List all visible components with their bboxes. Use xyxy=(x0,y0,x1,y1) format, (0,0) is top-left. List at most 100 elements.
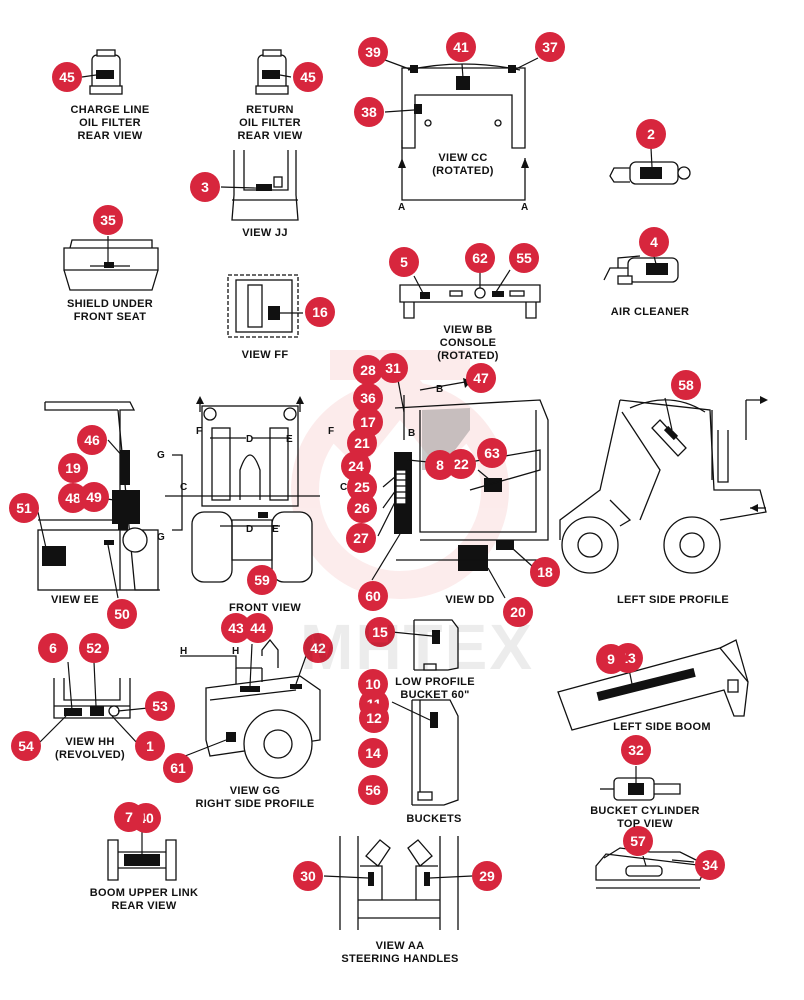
callout-21: 21 xyxy=(347,428,377,458)
callout-57: 57 xyxy=(623,826,653,856)
callout-number: 39 xyxy=(365,44,381,60)
callout-34: 34 xyxy=(695,850,725,880)
callout-circle xyxy=(145,691,175,721)
callout-circle xyxy=(347,428,377,458)
callout-number: 49 xyxy=(86,489,102,505)
callout-32: 32 xyxy=(621,735,651,765)
callout-63: 63 xyxy=(477,438,507,468)
callout-circle xyxy=(671,370,701,400)
callout-number: 31 xyxy=(385,360,401,376)
caption-air-cleaner: AIR CLEANER xyxy=(610,306,690,318)
callout-number: 44 xyxy=(250,620,266,636)
callout-number: 47 xyxy=(473,370,489,386)
caption-view-dd: VIEW DD xyxy=(445,594,495,606)
callout-20: 20 xyxy=(503,597,533,627)
callout-circle xyxy=(114,802,144,832)
callout-31: 31 xyxy=(378,353,408,383)
callout-circle xyxy=(365,617,395,647)
callout-number: 24 xyxy=(348,458,364,474)
view-letter-f2: F xyxy=(328,426,334,437)
callout-number: 62 xyxy=(472,250,488,266)
callout-number: 5 xyxy=(400,254,408,270)
callout-3: 3 xyxy=(190,172,220,202)
view-letter-e2: E xyxy=(272,524,279,535)
view-letter-f1: F xyxy=(196,426,202,437)
callout-53: 53 xyxy=(145,691,175,721)
callout-circle xyxy=(347,472,377,502)
callout-circle xyxy=(243,613,273,643)
callout-38: 38 xyxy=(354,97,384,127)
callout-circle xyxy=(79,633,109,663)
callout-circle xyxy=(52,62,82,92)
callout-circle xyxy=(9,493,39,523)
callout-59: 59 xyxy=(247,565,277,595)
callout-number: 15 xyxy=(372,624,388,640)
callout-number: 2 xyxy=(647,126,655,142)
callout-58: 58 xyxy=(671,370,701,400)
watermark-text: MHTEX xyxy=(300,611,534,683)
callout-circle xyxy=(163,753,193,783)
callout-circle xyxy=(77,425,107,455)
callout-number: 21 xyxy=(354,435,370,451)
callout-46: 46 xyxy=(77,425,107,455)
callout-number: 57 xyxy=(630,833,646,849)
callout-circle xyxy=(353,383,383,413)
left-side-profile-drawing xyxy=(559,396,768,574)
caption-bucket-cylinder: BUCKET CYLINDER TOP VIEW xyxy=(590,805,700,830)
view-letter-a1: A xyxy=(398,202,405,213)
callout-number: 35 xyxy=(100,212,116,228)
callout-circle xyxy=(535,32,565,62)
caption-view-hh: VIEW HH (REVOLVED) xyxy=(54,736,126,761)
callout-number: 14 xyxy=(365,745,381,761)
callout-circle xyxy=(358,581,388,611)
callout-circle xyxy=(79,482,109,512)
view-ff-drawing xyxy=(227,274,299,338)
callout-circle xyxy=(359,703,389,733)
caption-return-oil-filter: RETURN OIL FILTER REAR VIEW xyxy=(237,104,303,142)
view-letter-c2: C xyxy=(340,482,347,493)
part-2-drawing xyxy=(609,161,691,185)
callout-number: 56 xyxy=(365,782,381,798)
leader-lines xyxy=(37,57,695,879)
callout-number: 27 xyxy=(353,530,369,546)
callout-circle xyxy=(358,37,388,67)
caption-view-ff: VIEW FF xyxy=(241,349,289,361)
callout-4: 4 xyxy=(639,227,669,257)
callout-44: 44 xyxy=(243,613,273,643)
caption-front-view: FRONT VIEW xyxy=(228,602,302,614)
view-cc-drawing xyxy=(398,63,529,201)
front-view-drawing xyxy=(165,396,320,583)
caption-view-bb: VIEW BB CONSOLE (ROTATED) xyxy=(437,324,499,362)
callout-circle xyxy=(107,599,137,629)
callout-circle xyxy=(446,32,476,62)
caption-left-side-boom: LEFT SIDE BOOM xyxy=(613,721,711,733)
callout-18: 18 xyxy=(530,557,560,587)
view-letter-h2: H xyxy=(232,646,239,657)
callout-45: 45 xyxy=(52,62,82,92)
caption-boom-upper-link: BOOM UPPER LINK REAR VIEW xyxy=(89,887,199,912)
callout-circle xyxy=(346,523,376,553)
caption-view-jj: VIEW JJ xyxy=(242,227,288,239)
callout-circle xyxy=(477,438,507,468)
callout-number: 30 xyxy=(300,868,316,884)
callout-19: 19 xyxy=(58,453,88,483)
buckets-drawing xyxy=(411,699,459,806)
callout-number: 18 xyxy=(537,564,553,580)
callout-number: 32 xyxy=(628,742,644,758)
callout-number: 8 xyxy=(436,457,444,473)
callout-15: 15 xyxy=(365,617,395,647)
callout-2: 2 xyxy=(636,119,666,149)
callout-28: 28 xyxy=(353,355,383,385)
callout-circle xyxy=(221,613,251,643)
callout-number: 6 xyxy=(49,640,57,656)
view-letter-h1: H xyxy=(180,646,187,657)
callout-number: 3 xyxy=(201,179,209,195)
callout-number: 63 xyxy=(484,445,500,461)
return-oil-filter-drawing xyxy=(255,49,289,95)
view-section-letters: A A B B C C D D E E F F G G H H xyxy=(157,202,528,657)
view-letter-d2: D xyxy=(246,524,253,535)
callout-number: 58 xyxy=(678,377,694,393)
callout-number: 45 xyxy=(300,69,316,85)
callout-52: 52 xyxy=(79,633,109,663)
callout-29: 29 xyxy=(472,861,502,891)
